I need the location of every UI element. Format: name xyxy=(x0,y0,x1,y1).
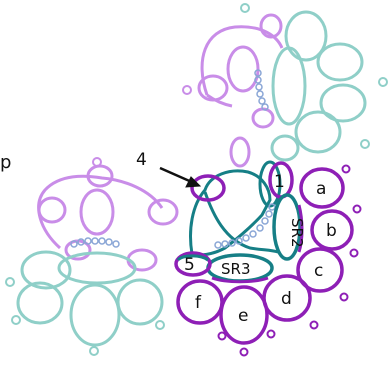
ring-5-teal xyxy=(176,254,209,262)
pointer-arrow-shaft xyxy=(159,166,195,185)
petal-e xyxy=(219,285,269,345)
label-f: f xyxy=(195,293,202,313)
top-seafoam-ring-6 xyxy=(270,134,300,162)
top-picot xyxy=(240,3,250,13)
main-beaded-picots xyxy=(214,203,276,249)
left-seafoam-ring-4 xyxy=(69,283,121,347)
left-beaded-picots xyxy=(70,237,120,248)
split-ring-2 xyxy=(272,193,302,261)
top-picot xyxy=(360,139,370,149)
left-picot xyxy=(89,346,99,356)
left-motif xyxy=(5,157,179,356)
top-seafoam-ring-2 xyxy=(316,42,364,82)
top-lavender-chain-left xyxy=(206,93,233,108)
ring-4 xyxy=(190,174,226,202)
petal-picots xyxy=(217,164,362,357)
left-picot xyxy=(155,320,165,330)
top-seafoam-ring-3 xyxy=(319,83,367,123)
split-ring-3-purple xyxy=(211,276,269,284)
top-lavender-ring-4 xyxy=(251,107,275,129)
top-picot xyxy=(182,85,192,95)
label-4: 4 xyxy=(136,150,147,170)
edge-text-fragment: p xyxy=(0,152,12,173)
label-d: d xyxy=(281,289,292,309)
left-picot xyxy=(92,157,102,167)
left-seafoam-ring-2 xyxy=(57,251,137,285)
top-seafoam-ring-1 xyxy=(284,10,328,62)
labels: 4 1 5 SR2 SR3 a b c d e f xyxy=(136,150,337,326)
pointer-arrow-head xyxy=(185,176,202,188)
split-ring-2-purple xyxy=(297,204,304,253)
inner-chain xyxy=(203,191,279,254)
ring-5 xyxy=(174,251,212,277)
connector-ring xyxy=(229,136,251,168)
top-lavender-ring-3 xyxy=(197,74,229,102)
left-seafoam-ring-1 xyxy=(20,250,72,290)
center-chain xyxy=(189,169,272,257)
petal-a xyxy=(299,167,345,209)
top-lavender-ring-1 xyxy=(259,13,283,39)
label-5: 5 xyxy=(184,255,195,275)
label-sr2-a: SR2 xyxy=(288,218,306,248)
teal-ring-top xyxy=(258,160,282,208)
label-a: a xyxy=(316,179,326,199)
label-b: b xyxy=(326,221,337,241)
left-seafoam-ring-5 xyxy=(116,278,164,326)
label-sr3: SR3 xyxy=(221,260,251,278)
label-1: 1 xyxy=(274,172,285,192)
left-seafoam-ring-3 xyxy=(16,281,64,325)
petal-c xyxy=(296,247,344,293)
label-c: c xyxy=(314,261,323,281)
top-motif xyxy=(182,3,388,168)
top-beaded-picots xyxy=(254,69,269,111)
top-picot xyxy=(378,77,388,87)
left-picot xyxy=(5,277,15,287)
left-picot xyxy=(11,315,21,325)
top-seafoam-ring-4 xyxy=(294,110,342,154)
petal-f xyxy=(176,279,224,325)
label-e: e xyxy=(238,306,248,326)
main-motif xyxy=(159,160,362,357)
left-lavender-ring-6 xyxy=(126,248,158,272)
left-lavender-ring-3 xyxy=(37,196,67,224)
top-seafoam-ring-5 xyxy=(271,46,307,126)
petal-b xyxy=(310,209,354,251)
top-lavender-ring-2 xyxy=(226,45,260,93)
left-lavender-ring-2 xyxy=(79,188,115,236)
left-lavender-ring-4 xyxy=(147,198,179,226)
